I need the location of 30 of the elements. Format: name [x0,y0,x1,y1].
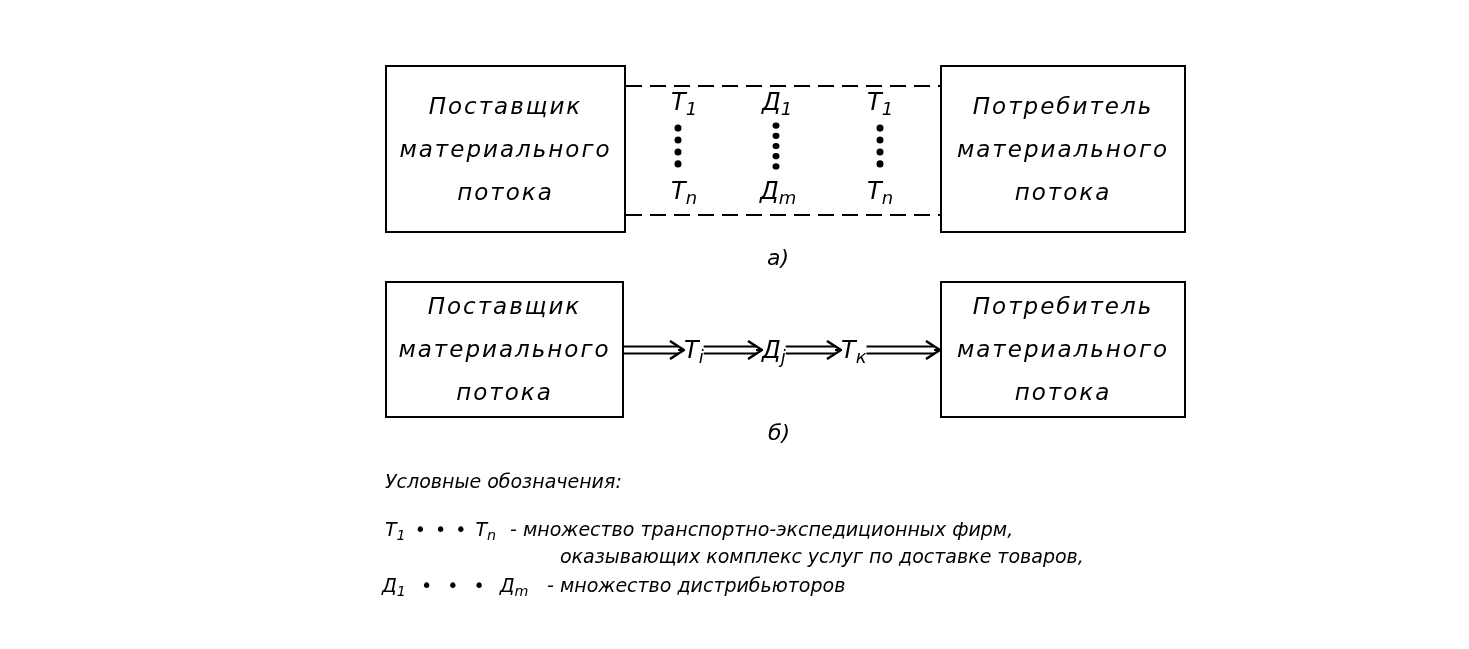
double-arrow [702,339,764,361]
legend-symbol: Д$_{1}$ • • • Д$_{m}$ [382,573,529,599]
double-arrow [865,339,942,361]
column-label: Т$_{1}$ [867,87,894,117]
double-arrow [623,339,686,361]
legend-description: - множество транспортно-экспедиционных фирм, оказывающих комплекс услуг по доставке товаров, [510,517,1085,569]
flow-node-label: Д$_{j}$ [762,333,786,367]
double-arrow [784,339,843,361]
process-box [940,65,1186,233]
flow-node-label: Т$_{i}$ [684,333,704,367]
dashed-line [625,214,941,216]
dashed-line [625,85,941,87]
box-label: Поставщик материального потока [397,292,612,407]
process-box [385,65,626,233]
box-label: Потребитель материального потока [955,91,1171,207]
process-box [940,281,1186,418]
process-box [385,281,624,418]
legend-description: - множество дистрибьюторов [547,573,846,598]
figure-label: а) [767,244,790,272]
flow-node-label: Т$_{к}$ [841,333,867,367]
box-label: Потребитель материального потока [955,292,1171,407]
figure-label: б) [768,419,791,447]
legend-symbol: Т$_{1}$ • • • Т$_{n}$ [385,517,497,543]
box-label: Поставщик материального потока [398,91,613,207]
column-label: Д$_{1}$ [762,87,793,117]
column-label: Т$_{n}$ [867,176,894,206]
column-label: Т$_{n}$ [671,176,698,206]
column-label: Д$_{m}$ [760,176,797,206]
column-label: Т$_{1}$ [671,87,698,117]
legend-heading: Условные обозначения: [385,469,622,494]
